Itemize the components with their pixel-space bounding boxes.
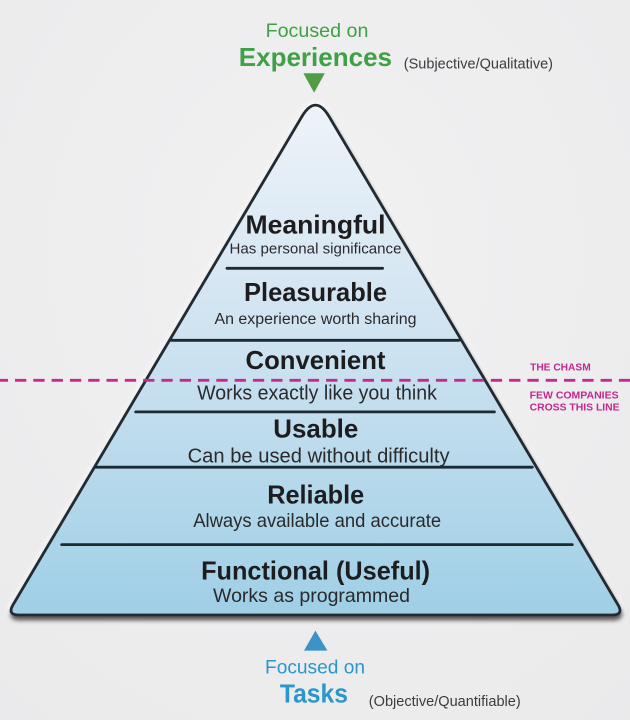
svg-text:Focused on: Focused on [266, 20, 369, 42]
svg-text:THE CHASM: THE CHASM [530, 362, 591, 373]
svg-text:Convenient: Convenient [246, 345, 386, 375]
svg-text:Focused on: Focused on [265, 657, 365, 679]
svg-text:Tasks: Tasks [280, 680, 348, 708]
svg-text:Usable: Usable [273, 414, 358, 444]
svg-text:An experience worth sharing: An experience worth sharing [215, 311, 417, 328]
svg-text:Always available and accurate: Always available and accurate [193, 510, 441, 532]
svg-text:Has personal significance: Has personal significance [230, 240, 402, 257]
svg-text:Works as programmed: Works as programmed [213, 586, 410, 607]
svg-text:Reliable: Reliable [267, 480, 364, 510]
svg-text:Meaningful: Meaningful [246, 209, 386, 239]
svg-text:Experiences: Experiences [239, 42, 392, 72]
svg-text:Works exactly like you think: Works exactly like you think [197, 382, 438, 404]
svg-text:CROSS THIS LINE: CROSS THIS LINE [530, 402, 620, 413]
svg-text:Can be used without difficulty: Can be used without difficulty [188, 445, 450, 467]
svg-text:(Subjective/Qualitative): (Subjective/Qualitative) [404, 57, 553, 73]
svg-text:Functional (Useful): Functional (Useful) [201, 555, 430, 585]
svg-text:Pleasurable: Pleasurable [244, 277, 387, 307]
svg-text:(Objective/Quantifiable): (Objective/Quantifiable) [369, 694, 521, 710]
svg-text:FEW COMPANIES: FEW COMPANIES [530, 391, 619, 402]
